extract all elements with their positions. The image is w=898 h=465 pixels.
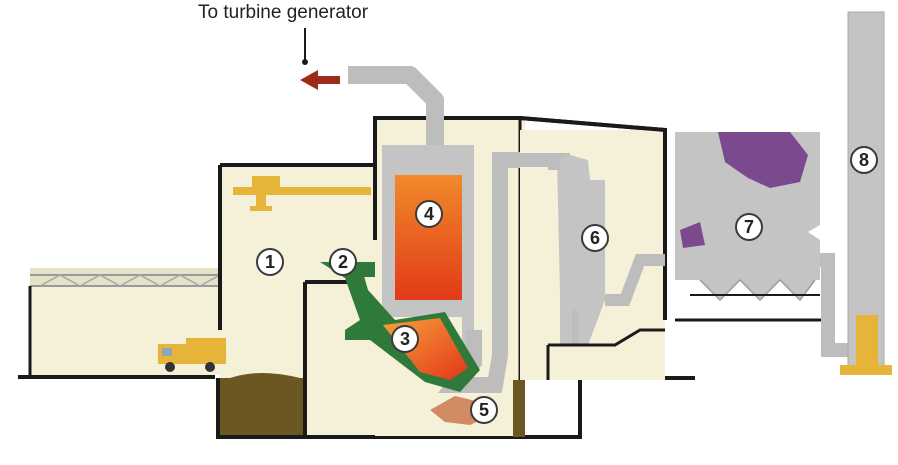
- steam-duct: [348, 66, 444, 145]
- component-number-6: 6: [581, 224, 609, 252]
- chimney-stack: [840, 11, 892, 375]
- component-number-4: 4: [415, 200, 443, 228]
- bunker-building: [218, 163, 375, 435]
- cyclone-separator: [548, 155, 665, 345]
- garbage-truck-icon: [158, 338, 226, 372]
- component-number-5: 5: [470, 396, 498, 424]
- ash-pit-post: [513, 380, 525, 437]
- leader-dot: [302, 59, 308, 65]
- flue-gas-cleaning-unit: [675, 132, 830, 322]
- component-number-7: 7: [735, 213, 763, 241]
- component-number-2: 2: [329, 248, 357, 276]
- component-number-1: 1: [256, 248, 284, 276]
- component-number-3: 3: [391, 325, 419, 353]
- waste-pit: [216, 373, 308, 439]
- flow-arrow-icon: [300, 70, 340, 90]
- turbine-generator-label: To turbine generator: [198, 2, 369, 23]
- stack-duct: [820, 253, 850, 357]
- tipping-hall: [28, 268, 230, 375]
- platform-line: [548, 328, 665, 347]
- component-number-8: 8: [850, 146, 878, 174]
